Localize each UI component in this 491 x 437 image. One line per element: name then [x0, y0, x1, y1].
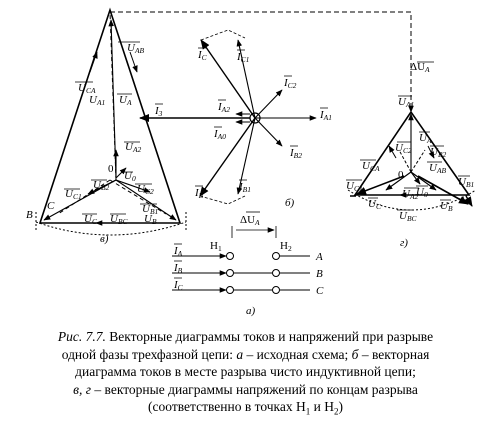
label-u-b1: UB1 — [142, 203, 158, 216]
label-g-delta-u: ΔUA — [410, 61, 430, 74]
label-line-c: C — [316, 285, 324, 297]
label-g-u-c2: UC2 — [395, 142, 412, 155]
i-b1-vector — [236, 117, 256, 195]
i-b-vector — [199, 117, 256, 197]
panel-label-g: г) — [400, 237, 408, 249]
u-b1-vector — [115, 179, 177, 221]
label-i-b2: IB2 — [289, 147, 302, 160]
label-u-b2: UB2 — [93, 179, 110, 192]
label-u-a2: UA2 — [125, 141, 142, 154]
figure-caption: Рис. 7.7. Векторные диаграммы токов и на… — [0, 328, 491, 421]
panel-label-a: а) — [246, 305, 256, 317]
label-i-c: IC — [197, 49, 208, 62]
label-h2: H2 — [280, 240, 292, 253]
label-g-u-a1: UA1 — [398, 96, 414, 109]
label-i-3: I3 — [154, 105, 163, 118]
u-a1-vector — [108, 19, 117, 179]
label-u-ca: UCA — [78, 82, 96, 95]
diagram-b: IC IC1 IC2 I3 IA2 IA1 IA0 IB2 IB IB1 б) — [139, 29, 332, 209]
label-u-c: UC — [84, 213, 98, 226]
label-i-a2: IA2 — [217, 101, 230, 114]
u-0-vector — [115, 167, 127, 179]
label-a-i-b: IB — [173, 262, 183, 275]
label-i-c1: IC1 — [236, 51, 249, 64]
label-g-u-0: U0 — [416, 186, 428, 199]
connector-dashed-line — [110, 11, 412, 110]
u-b1-vector-g — [417, 175, 469, 205]
label-g-u-bc: UBC — [399, 210, 418, 223]
label-a-i-c: IC — [173, 279, 184, 292]
caption-line-5: (соответственно в точках H1 и H2) — [148, 399, 343, 417]
label-a-i-a: IA — [173, 245, 183, 258]
u-0-vector-g — [410, 171, 421, 185]
triangle-g — [353, 110, 471, 196]
label-u-b: UB — [144, 213, 157, 226]
label-vertex-b-left: B — [26, 209, 33, 221]
label-i-b1: IB1 — [238, 181, 251, 194]
label-u-a: UA — [119, 94, 132, 107]
u-c1-vector — [43, 179, 117, 221]
label-i-c2: IC2 — [283, 77, 297, 90]
panel-label-b: б) — [285, 197, 295, 209]
label-g-u-ca: UCA — [362, 160, 380, 173]
caption-line-2: одной фазы трехфазной цепи: а – исходная… — [61, 346, 430, 362]
diagram-g: ΔUA UA1 UA UC2 UB2 UCA UAB 0 UC1 UB1 U0 … — [346, 61, 476, 249]
caption-line-4: в, г – векторные диаграммы напряжений по… — [73, 381, 418, 397]
caption-line-1: Рис. 7.7. Векторные диаграммы токов и на… — [57, 329, 434, 344]
u-c2-vector — [115, 179, 151, 193]
label-a-delta-u: ΔUA — [240, 214, 260, 227]
label-g-u-ab: UAB — [429, 162, 447, 175]
label-i-a1: IA1 — [319, 109, 332, 122]
label-i-b: IB — [194, 187, 204, 200]
label-i-a0: IA0 — [213, 128, 226, 141]
label-g-zero: 0 — [398, 169, 404, 181]
label-g-u-b1: UB1 — [458, 176, 474, 189]
label-u-bc: UBC — [110, 213, 129, 226]
label-g-u-a: UA — [419, 132, 432, 145]
label-u-0: U0 — [124, 170, 136, 183]
caption-line-3: диаграмма токов в месте разрыва чисто ин… — [75, 364, 416, 379]
label-h1: H1 — [210, 240, 222, 253]
i-c2-vector — [254, 89, 283, 119]
i-c1-vector — [236, 39, 256, 119]
label-vertex-c: C — [47, 200, 55, 212]
label-line-b: B — [316, 268, 323, 280]
label-g-u-c1: UC1 — [346, 180, 363, 193]
label-g-u-b2: UB2 — [430, 146, 447, 159]
label-g-u-b: UB — [440, 200, 453, 213]
diagram-a: ΔUA H1 H2 IA IB IC A B C а) — [172, 211, 324, 317]
label-u-c2: UC2 — [137, 183, 154, 196]
label-u-c1: UC1 — [65, 188, 82, 201]
label-u-a1: UA1 — [89, 94, 105, 107]
label-u-ab: UAB — [127, 42, 145, 55]
i-b2-vector — [254, 117, 283, 147]
arc-v-bottom — [35, 221, 187, 236]
label-g-u-c: UC — [368, 198, 382, 211]
panel-label-v: в) — [100, 233, 109, 245]
diagram-v: UAB UCA UA UA1 UA2 0 U0 UB2 UC2 UC1 UB1 … — [26, 7, 187, 245]
u-c1-vector-g — [356, 175, 405, 195]
label-line-a: A — [315, 251, 323, 263]
i-c-vector — [200, 39, 256, 119]
label-zero: 0 — [108, 163, 114, 175]
label-g-u-a2: UA2 — [402, 188, 419, 201]
